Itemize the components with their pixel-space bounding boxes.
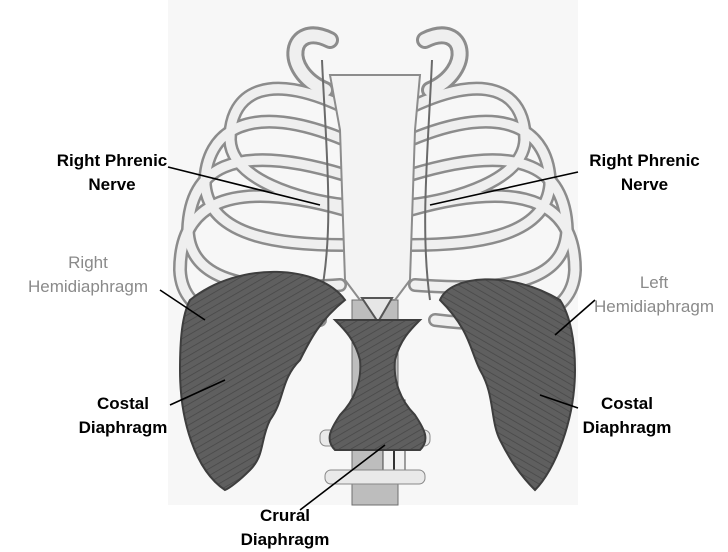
label-costal-diaphragm-right: Costal Diaphragm [68, 392, 178, 440]
label-line: Costal [68, 392, 178, 416]
label-line: Hemidiaphragm [584, 295, 724, 319]
label-line: Nerve [572, 173, 717, 197]
label-line: Nerve [42, 173, 182, 197]
label-line: Crural [230, 504, 340, 528]
label-line: Diaphragm [68, 416, 178, 440]
label-left-hemidiaphragm: Left Hemidiaphragm [584, 271, 724, 319]
label-right-phrenic-nerve: Right Phrenic Nerve [42, 149, 182, 197]
label-line: Diaphragm [572, 416, 682, 440]
label-line: Right [18, 251, 158, 275]
label-line: Left [584, 271, 724, 295]
label-right-hemidiaphragm: Right Hemidiaphragm [18, 251, 158, 299]
label-line: Diaphragm [230, 528, 340, 552]
label-crural-diaphragm: Crural Diaphragm [230, 504, 340, 552]
label-costal-diaphragm-left: Costal Diaphragm [572, 392, 682, 440]
label-line: Costal [572, 392, 682, 416]
label-line: Hemidiaphragm [18, 275, 158, 299]
label-line: Right Phrenic [42, 149, 182, 173]
label-right-phrenic-nerve-2: Right Phrenic Nerve [572, 149, 717, 197]
label-line: Right Phrenic [572, 149, 717, 173]
